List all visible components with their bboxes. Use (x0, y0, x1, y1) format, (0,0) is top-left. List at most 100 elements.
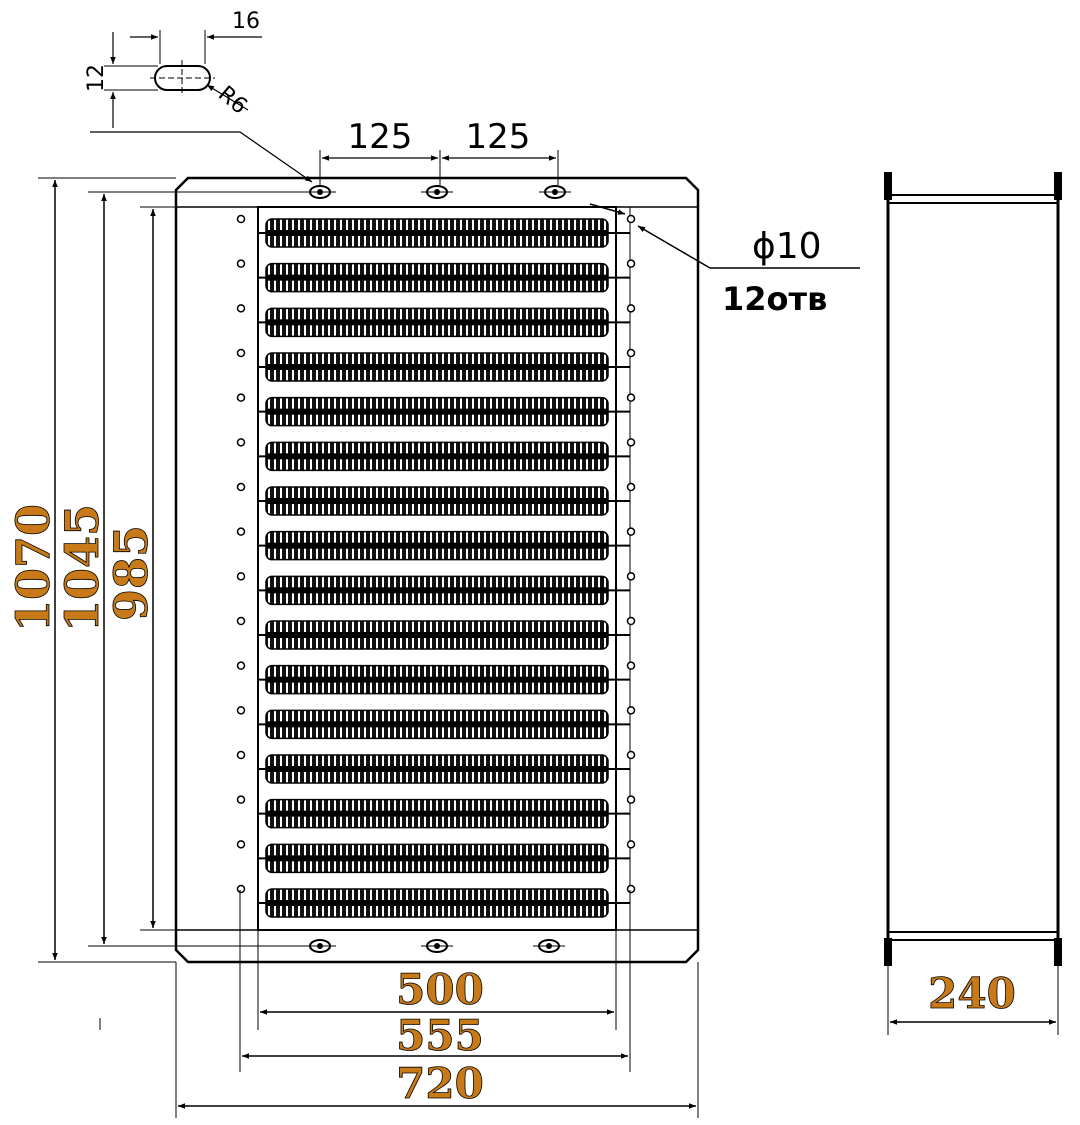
slot-width-label: 16 (232, 9, 260, 34)
terminal-hole-right (626, 750, 636, 760)
top-mount-holes (304, 185, 571, 199)
terminal-hole-left (236, 706, 246, 715)
terminal-hole-left (236, 750, 246, 760)
hole-diameter-label: ϕ10 (752, 226, 822, 267)
height-mount-label: 1045 (55, 504, 109, 632)
heating-element (258, 486, 630, 516)
element-core (266, 587, 608, 594)
terminal-hole-left (236, 840, 246, 849)
heating-element (258, 798, 630, 829)
heating-element (258, 620, 630, 650)
heating-element (258, 709, 630, 740)
element-core (266, 632, 608, 638)
element-core (266, 319, 608, 326)
element-core (266, 274, 608, 281)
terminal-hole-left (236, 795, 246, 804)
heating-element (258, 664, 630, 695)
element-core (266, 900, 608, 906)
terminal-hole-left (236, 661, 246, 670)
front-view (174, 176, 700, 964)
terminal-hole-left (236, 572, 246, 581)
element-core (266, 810, 608, 817)
terminal-hole-left (236, 304, 246, 313)
core-frame (257, 206, 617, 931)
hole-note: ϕ10 12отв (589, 203, 860, 318)
slot-radius-label: R6 (213, 81, 252, 119)
heating-elements (258, 218, 630, 918)
heating-element (258, 888, 630, 918)
element-core (266, 498, 608, 504)
bottom-mount-slot (421, 939, 453, 953)
slot-leader-line (90, 131, 313, 183)
depth-label: 240 (928, 969, 1016, 1018)
width-core-label: 500 (396, 965, 484, 1014)
element-core (266, 766, 608, 772)
outer-frame (174, 176, 700, 964)
element-core (266, 230, 608, 236)
bottom-mount-holes (304, 939, 565, 953)
height-dims: 1070 1045 985 (6, 177, 310, 963)
width-overall-label: 720 (396, 1059, 484, 1108)
side-bottom-right-tab (1054, 938, 1062, 966)
element-core (266, 453, 608, 460)
bottom-mount-slot (533, 939, 565, 953)
side-view: 240 (884, 172, 1062, 1035)
hole-note-pointer (589, 203, 626, 215)
element-core (266, 721, 608, 728)
terminal-hole-left (236, 527, 246, 536)
heating-element (258, 307, 630, 338)
heating-element (258, 441, 630, 472)
slot-radius-leader (206, 84, 249, 111)
terminal-hole-right (626, 840, 636, 849)
heating-element (258, 843, 630, 874)
heating-element (258, 218, 630, 248)
width-mount-label: 555 (396, 1011, 484, 1060)
heating-element (258, 575, 630, 606)
element-core (266, 364, 608, 370)
width-dims: 500 555 720 (175, 890, 699, 1118)
side-top-left-tab (884, 172, 892, 200)
terminal-hole-right (626, 795, 636, 804)
terminal-hole-right (626, 259, 636, 268)
heating-element (258, 262, 630, 293)
terminal-hole-right (626, 482, 636, 492)
terminal-hole-right (626, 527, 636, 536)
terminal-hole-left (236, 214, 246, 224)
terminal-hole-left (236, 438, 246, 447)
terminal-hole-left (236, 259, 246, 268)
height-inner-label: 985 (104, 525, 158, 621)
terminal-hole-right (626, 304, 636, 313)
slot-detail: 16 12 R6 (84, 9, 313, 183)
side-bottom-left-tab (884, 938, 892, 966)
height-overall-label: 1070 (6, 504, 60, 632)
heating-element (258, 530, 630, 561)
terminal-hole-right (626, 706, 636, 715)
terminal-hole-right (626, 661, 636, 670)
side-top-right-tab (1054, 172, 1062, 200)
terminal-hole-right (626, 214, 636, 224)
terminal-hole-right (626, 884, 636, 894)
terminal-hole-left (236, 482, 246, 492)
element-core (266, 542, 608, 549)
element-core (266, 855, 608, 862)
heating-element (258, 754, 630, 784)
element-core (266, 408, 608, 415)
terminal-hole-right (626, 438, 636, 447)
terminal-hole-right (626, 393, 636, 402)
terminal-hole-left (236, 884, 246, 894)
hole-count-label: 12отв (722, 280, 827, 318)
terminal-hole-left (236, 616, 246, 626)
terminal-hole-right (626, 348, 636, 358)
slot-height-label: 12 (84, 64, 109, 92)
terminal-hole-right (626, 572, 636, 581)
terminal-hole-left (236, 393, 246, 402)
top-mount-slot (539, 185, 571, 199)
heating-element (258, 352, 630, 382)
terminal-hole-left (236, 348, 246, 358)
heating-element (258, 396, 630, 427)
top-spacing-dims: 125 125 (319, 117, 559, 185)
spacing-label-right: 125 (466, 117, 531, 157)
spacing-label-left: 125 (348, 117, 413, 157)
element-core (266, 676, 608, 683)
